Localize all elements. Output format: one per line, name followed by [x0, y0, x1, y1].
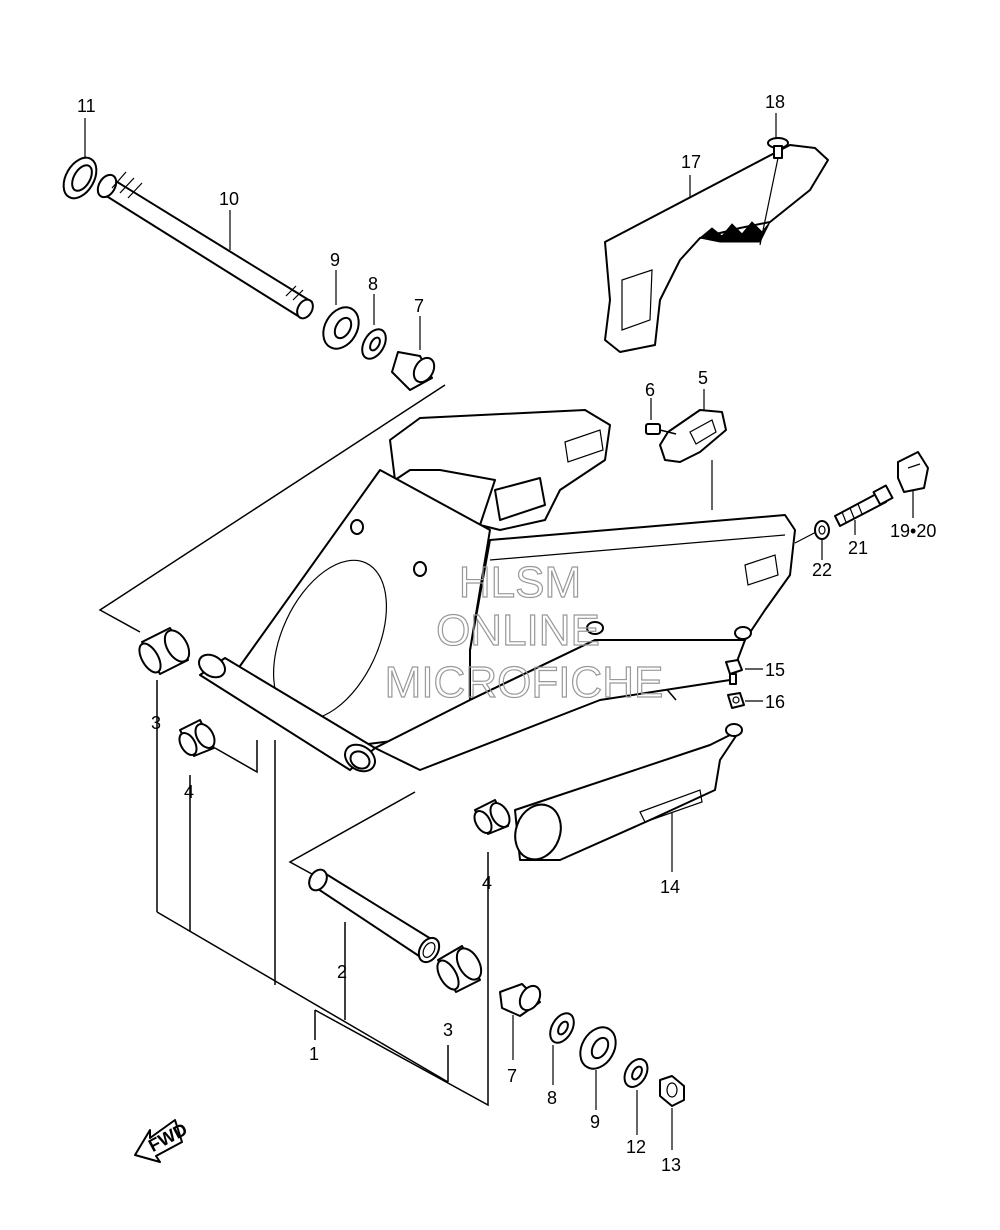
part-2-sleeve — [308, 868, 441, 964]
callout-13: 13 — [661, 1155, 681, 1175]
callout-8: 8 — [368, 274, 378, 294]
part-19-20-adjuster — [897, 451, 929, 493]
callout-5: 5 — [698, 368, 708, 388]
part-6-bolt — [645, 423, 677, 435]
callout-2: 2 — [337, 962, 347, 982]
callout-19-20: 19•20 — [890, 521, 936, 541]
callout-17: 17 — [681, 152, 701, 172]
part-17-chain-cover — [604, 144, 829, 353]
part-13-nut — [659, 1075, 685, 1107]
callout-9b: 9 — [590, 1112, 600, 1132]
callout-labels: 11 10 9 8 7 18 17 5 6 19•20 21 22 15 16 … — [77, 92, 936, 1175]
callout-15: 15 — [765, 660, 785, 680]
callout-3a: 3 — [151, 713, 161, 733]
part-8-washer-lower — [549, 1012, 575, 1044]
callout-10: 10 — [219, 189, 239, 209]
part-8-washer-top — [361, 328, 387, 360]
part-16-nut — [727, 692, 745, 709]
watermark-line3: MICROFICHE — [385, 658, 664, 707]
part-3-bearing-left — [138, 627, 191, 675]
part-5-bracket — [659, 409, 727, 463]
part-18-bolt — [759, 137, 789, 246]
callout-7b: 7 — [507, 1066, 517, 1086]
part-15-bolt — [725, 659, 743, 685]
callout-4b: 4 — [482, 873, 492, 893]
part-21-adjust-bolt — [834, 484, 894, 527]
part-9-bearing-lower — [579, 1026, 617, 1070]
watermark-line2: ONLINE — [436, 606, 600, 655]
callout-16: 16 — [765, 692, 785, 712]
callout-22: 22 — [812, 560, 832, 580]
part-14-chain-slider — [514, 723, 743, 861]
part-7-spacer-top — [391, 351, 436, 391]
fwd-arrow-icon: FWD — [134, 1119, 191, 1163]
callout-4a: 4 — [184, 782, 194, 802]
part-7-spacer-lower — [499, 983, 542, 1017]
part-11-seal — [62, 156, 98, 200]
callout-3b: 3 — [443, 1020, 453, 1040]
part-4-bearing-right — [473, 799, 511, 835]
callout-18: 18 — [765, 92, 785, 112]
callout-1: 1 — [309, 1044, 319, 1064]
callout-8b: 8 — [547, 1088, 557, 1108]
callout-14: 14 — [660, 877, 680, 897]
callout-12: 12 — [626, 1137, 646, 1157]
watermark: HLSM ONLINE MICROFICHE — [384, 557, 664, 707]
part-12-washer — [623, 1058, 649, 1088]
part-22-nut — [814, 520, 830, 540]
part-10-pivot-shaft — [96, 171, 314, 320]
callout-7: 7 — [414, 296, 424, 316]
part-3-bearing-lower — [436, 945, 483, 993]
callout-21: 21 — [848, 538, 868, 558]
part-9-bearing-top — [322, 306, 360, 350]
callout-6: 6 — [645, 380, 655, 400]
part-4-bearing-left — [178, 719, 216, 757]
callout-11: 11 — [77, 96, 96, 116]
watermark-line1: HLSM — [459, 558, 581, 607]
swingarm-body — [197, 409, 796, 773]
callout-9: 9 — [330, 250, 340, 270]
